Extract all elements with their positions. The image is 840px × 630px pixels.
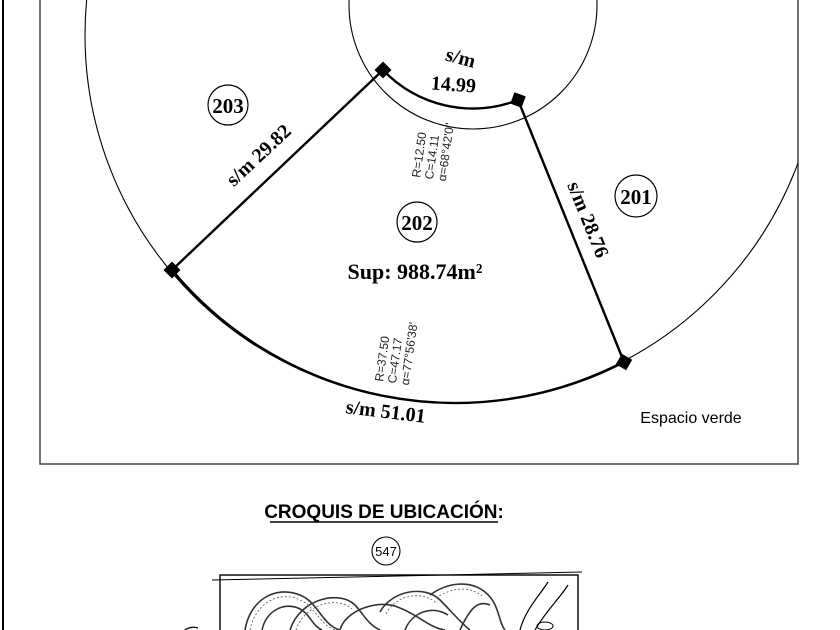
lot-area: Sup: 988.74m² bbox=[348, 259, 483, 284]
neighbor-lot-circle bbox=[207, 84, 249, 126]
inner-curve-data: R=12.50 C=14.11 α=68°42'0" bbox=[409, 122, 457, 182]
inner-arc-label: s/m bbox=[443, 44, 478, 73]
outer-curve-data: R=37.50 C=47.17 α=77°56'38' bbox=[372, 321, 421, 386]
lot-inner-arc bbox=[382, 69, 519, 110]
location-sketch-map bbox=[184, 571, 583, 630]
green-space-label: Espacio verde bbox=[640, 410, 741, 427]
outer-curve-chord: C=47.17 bbox=[385, 337, 405, 385]
outer-curve-radius: R=37.50 bbox=[372, 335, 392, 383]
block-number: 547 bbox=[375, 544, 397, 559]
inner-curve-angle: α=68°42'0" bbox=[435, 122, 457, 182]
right-side-measure: s/m 28.76 bbox=[562, 179, 612, 261]
corner-marker bbox=[510, 92, 526, 108]
corner-marker bbox=[615, 353, 633, 371]
lot-number: 202 bbox=[401, 211, 433, 235]
block-number-circle bbox=[371, 536, 401, 566]
lot-outer-arc bbox=[171, 269, 625, 405]
corner-marker bbox=[374, 61, 392, 79]
inner-curve-radius: R=12.50 bbox=[409, 131, 429, 179]
corner-marker bbox=[163, 261, 181, 279]
inner-roundabout-circle bbox=[348, 0, 598, 130]
lot-left-side bbox=[171, 69, 384, 271]
neighbor-lot-left: 203 bbox=[212, 94, 244, 118]
neighbor-lot-right: 201 bbox=[620, 185, 652, 209]
left-side-measure: s/m 29.82 bbox=[222, 120, 296, 191]
inner-arc-length: 14.99 bbox=[430, 72, 476, 97]
location-heading: CROQUIS DE UBICACIÓN: bbox=[264, 501, 504, 523]
inner-curve-chord: C=14.11 bbox=[422, 134, 442, 181]
lot-number-circle bbox=[396, 201, 438, 243]
outer-curve-angle: α=77°56'38' bbox=[398, 321, 421, 386]
lot-right-side bbox=[516, 99, 626, 363]
neighbor-lot-circle bbox=[614, 174, 658, 218]
drawing-frame bbox=[39, 0, 799, 465]
